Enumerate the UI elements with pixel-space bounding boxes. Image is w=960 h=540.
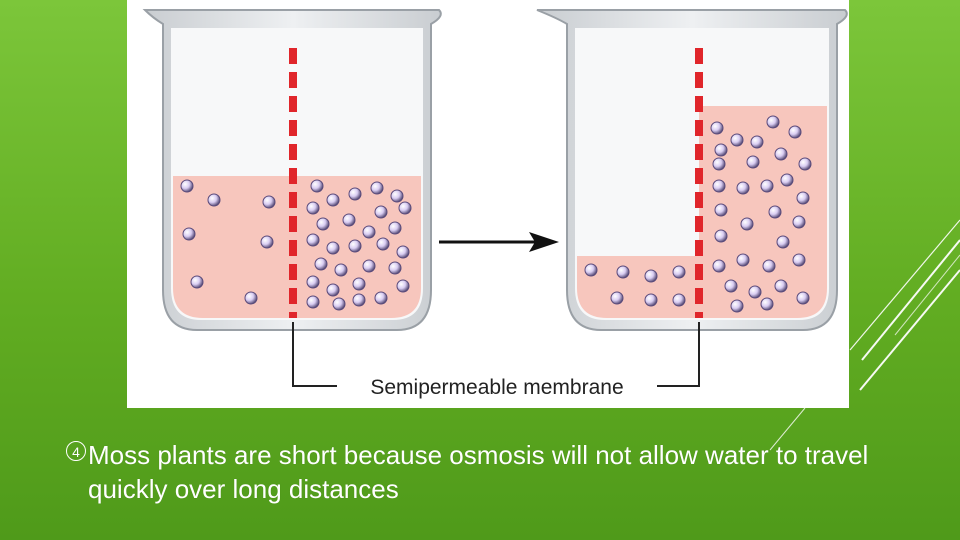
solution-left — [173, 176, 293, 318]
osmosis-diagram: Semipermeable membrane — [127, 0, 849, 408]
particle — [760, 179, 774, 193]
deco-line — [849, 219, 960, 351]
particle — [262, 195, 276, 209]
particle — [374, 205, 388, 219]
particle — [362, 225, 376, 239]
particle — [736, 253, 750, 267]
particle — [672, 293, 686, 307]
particle — [342, 213, 356, 227]
solute-particles — [584, 115, 812, 313]
particle — [644, 293, 658, 307]
particle — [766, 115, 780, 129]
particle — [584, 263, 598, 277]
particle — [714, 229, 728, 243]
particle — [762, 259, 776, 273]
particle — [180, 179, 194, 193]
particle — [396, 245, 410, 259]
particle — [396, 279, 410, 293]
particle — [306, 201, 320, 215]
left-beaker — [142, 9, 442, 331]
particle — [182, 227, 196, 241]
deco-line — [894, 254, 960, 336]
particle — [724, 279, 738, 293]
particle — [244, 291, 258, 305]
particle — [207, 193, 221, 207]
particle — [352, 277, 366, 291]
particle — [746, 155, 760, 169]
particle — [736, 181, 750, 195]
particle — [792, 253, 806, 267]
particle — [748, 285, 762, 299]
particle — [768, 205, 782, 219]
particle — [316, 217, 330, 231]
membrane-label: Semipermeable membrane — [370, 376, 623, 399]
particle — [326, 241, 340, 255]
particle — [740, 217, 754, 231]
particle — [672, 265, 686, 279]
membrane-callout-line — [292, 322, 700, 387]
particle — [774, 279, 788, 293]
right-arrow-icon — [439, 232, 559, 252]
particle — [616, 265, 630, 279]
particle — [712, 157, 726, 171]
particle — [352, 293, 366, 307]
particle — [332, 297, 346, 311]
particle — [780, 173, 794, 187]
particle — [714, 143, 728, 157]
particle — [750, 135, 764, 149]
particle — [390, 189, 404, 203]
solution-left — [577, 256, 699, 318]
particle — [710, 121, 724, 135]
solute-particles — [180, 179, 412, 311]
particle — [326, 283, 340, 297]
particle — [388, 221, 402, 235]
particle — [306, 275, 320, 289]
particle — [334, 263, 348, 277]
particle — [310, 179, 324, 193]
particle — [796, 291, 810, 305]
particle — [644, 269, 658, 283]
particle — [610, 291, 624, 305]
right-beaker — [536, 9, 848, 331]
particle — [712, 179, 726, 193]
particle — [374, 291, 388, 305]
particle — [388, 261, 402, 275]
particle — [306, 295, 320, 309]
particle — [712, 259, 726, 273]
bullet-point: 4 Moss plants are short because osmosis … — [66, 438, 926, 506]
particle — [326, 193, 340, 207]
deco-line — [769, 407, 806, 451]
particle — [398, 201, 412, 215]
particle — [260, 235, 274, 249]
deco-line — [861, 239, 960, 361]
particle — [796, 191, 810, 205]
particle — [370, 181, 384, 195]
particle — [190, 275, 204, 289]
particle — [314, 257, 328, 271]
particle — [348, 239, 362, 253]
particle — [798, 157, 812, 171]
bullet-marker-icon: 4 — [66, 441, 86, 461]
particle — [730, 299, 744, 313]
particle — [348, 187, 362, 201]
particle — [376, 237, 390, 251]
particle — [776, 235, 790, 249]
particle — [774, 147, 788, 161]
particle — [760, 297, 774, 311]
bullet-text: Moss plants are short because osmosis wi… — [88, 440, 869, 504]
particle — [362, 259, 376, 273]
particle — [792, 215, 806, 229]
particle — [714, 203, 728, 217]
particle — [788, 125, 802, 139]
particle — [306, 233, 320, 247]
particle — [730, 133, 744, 147]
deco-line — [859, 269, 960, 391]
